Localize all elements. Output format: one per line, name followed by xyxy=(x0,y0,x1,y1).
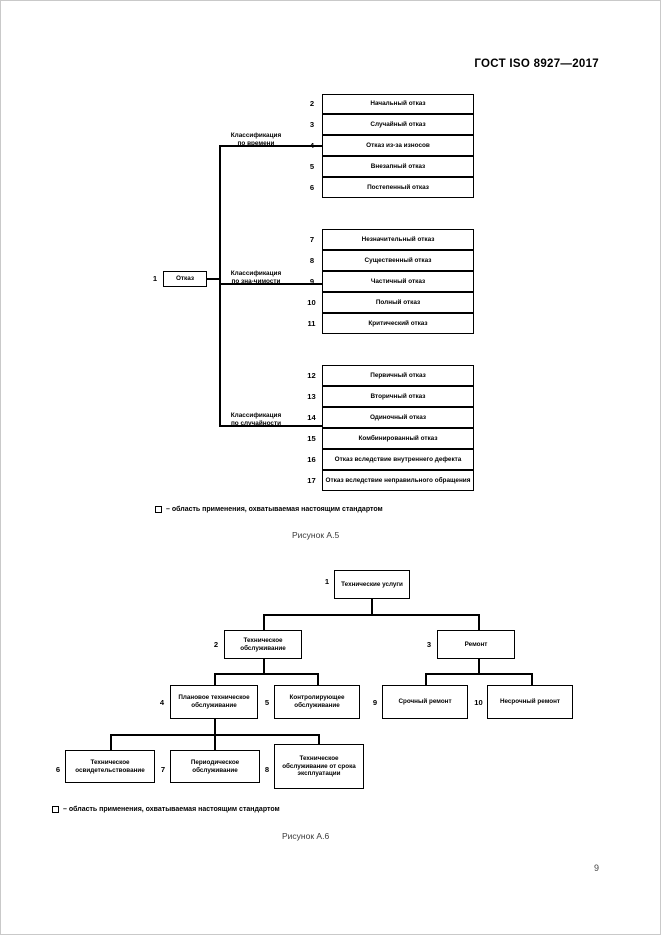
node-16: Отказ вследствие внутреннего дефекта xyxy=(322,449,474,470)
node-number-12: 12 xyxy=(307,371,316,380)
figure-a5-caption: Рисунок А.5 xyxy=(292,530,340,540)
node-number-13: 13 xyxy=(307,392,316,401)
connector6-node4-down xyxy=(214,719,216,735)
node-number-14: 14 xyxy=(307,413,316,422)
node-number-4: 4 xyxy=(309,141,315,150)
page-number: 9 xyxy=(593,863,599,873)
connector6-node3-down xyxy=(478,659,480,674)
square-outline-icon xyxy=(52,806,59,813)
node6-number-8: 8 xyxy=(264,765,270,774)
classifier-label-randomness: Классификация по случайности xyxy=(217,412,295,428)
figure-a5-legend: – область применения, охватываемая насто… xyxy=(155,506,383,513)
connector6-level2-bus xyxy=(263,614,479,616)
connector6-to-node7 xyxy=(214,734,216,751)
node6-6: Техническое освидетельствование xyxy=(65,750,155,783)
node6-number-10: 10 xyxy=(474,698,483,707)
figure-a5: 1 Отказ Классификация по времени 2 Начал… xyxy=(152,94,474,491)
connector6-to-node8 xyxy=(318,734,320,751)
classifier-label-significance-line2: по зна-чимости xyxy=(231,278,281,285)
node-number-1: 1 xyxy=(152,274,158,283)
node6-3: Ремонт xyxy=(437,630,515,659)
classifier-label-significance-line1: Классификация xyxy=(230,270,282,277)
node6-number-7: 7 xyxy=(160,765,166,774)
square-outline-icon xyxy=(155,506,162,513)
node6-number-1: 1 xyxy=(324,577,330,586)
classifier-label-randomness-line1: Классификация xyxy=(230,412,282,419)
connector-branch-significance xyxy=(219,283,324,285)
node-number-11: 11 xyxy=(307,319,316,328)
figure-a5-legend-text: – область применения, охватываемая насто… xyxy=(166,506,383,513)
node-17: Отказ вследствие неправильного обращения xyxy=(322,470,474,491)
node-9: Частичный отказ xyxy=(322,271,474,292)
node-number-6: 6 xyxy=(309,183,315,192)
node6-number-4: 4 xyxy=(159,698,165,707)
connector-branch-time xyxy=(219,145,324,147)
node-15: Комбинированный отказ xyxy=(322,428,474,449)
node-11: Критический отказ xyxy=(322,313,474,334)
connector6-to-node2 xyxy=(263,614,265,631)
connector-root xyxy=(207,278,220,280)
connector-spine xyxy=(219,145,221,425)
node-8: Существенный отказ xyxy=(322,250,474,271)
connector6-node2-down xyxy=(263,659,265,674)
node6-9: Срочный ремонт xyxy=(382,685,468,719)
node-number-9: 9 xyxy=(309,277,315,286)
figure-a6-legend-text: – область применения, охватываемая насто… xyxy=(63,806,280,813)
node-number-15: 15 xyxy=(307,434,316,443)
node-14: Одиночный отказ xyxy=(322,407,474,428)
node6-5: Контролирующее обслуживание xyxy=(274,685,360,719)
node-12: Первичный отказ xyxy=(322,365,474,386)
node6-number-5: 5 xyxy=(264,698,270,707)
node-otkaz: Отказ xyxy=(163,271,207,287)
node6-2: Техническое обслуживание xyxy=(224,630,302,659)
connector6-to-node6 xyxy=(110,734,112,751)
node6-number-9: 9 xyxy=(372,698,378,707)
node-number-16: 16 xyxy=(307,455,316,464)
node-3: Случайный отказ xyxy=(322,114,474,135)
node-number-10: 10 xyxy=(307,298,316,307)
connector6-level3-left-bus xyxy=(214,673,318,675)
figure-a6-caption: Рисунок А.6 xyxy=(282,831,330,841)
document-header: ГОСТ ISO 8927—2017 xyxy=(474,58,599,70)
node6-number-6: 6 xyxy=(55,765,61,774)
node6-8: Техническое обслуживание от срока эксплу… xyxy=(274,744,364,789)
node6-4: Плановое техническое обслуживание xyxy=(170,685,258,719)
node6-number-3: 3 xyxy=(426,640,432,649)
classifier-label-time-line2: по времени xyxy=(237,140,275,147)
node-number-7: 7 xyxy=(309,235,315,244)
classifier-label-time-line1: Классификация xyxy=(230,132,282,139)
connector6-to-node3 xyxy=(478,614,480,631)
node-number-3: 3 xyxy=(309,120,315,129)
connector6-to-node5 xyxy=(317,673,319,690)
node6-number-2: 2 xyxy=(213,640,219,649)
node-number-8: 8 xyxy=(309,256,315,265)
connector6-level3-right-bus xyxy=(425,673,532,675)
classifier-label-significance: Классификация по зна-чимости xyxy=(217,270,295,286)
node-10: Полный отказ xyxy=(322,292,474,313)
connector6-to-node9 xyxy=(425,673,427,690)
node-5: Внезапный отказ xyxy=(322,156,474,177)
figure-a6-legend: – область применения, охватываемая насто… xyxy=(52,806,280,813)
node-13: Вторичный отказ xyxy=(322,386,474,407)
node-2: Начальный отказ xyxy=(322,94,474,114)
classifier-label-time: Классификация по времени xyxy=(217,132,295,148)
node-6: Постепенный отказ xyxy=(322,177,474,198)
node-number-5: 5 xyxy=(309,162,315,171)
node-number-17: 17 xyxy=(307,476,316,485)
connector-branch-randomness xyxy=(219,425,324,427)
node6-10: Несрочный ремонт xyxy=(487,685,573,719)
node-7: Незначительный отказ xyxy=(322,229,474,250)
node6-7: Периодическое обслуживание xyxy=(170,750,260,783)
node-number-2: 2 xyxy=(309,99,315,108)
connector6-to-node10 xyxy=(531,673,533,690)
connector6-to-node4 xyxy=(214,673,216,690)
connector6-root-down xyxy=(371,599,373,615)
node6-1: Технические услуги xyxy=(334,570,410,599)
classifier-label-randomness-line2: по случайности xyxy=(230,420,282,427)
node-4: Отказ из-за износов xyxy=(322,135,474,156)
